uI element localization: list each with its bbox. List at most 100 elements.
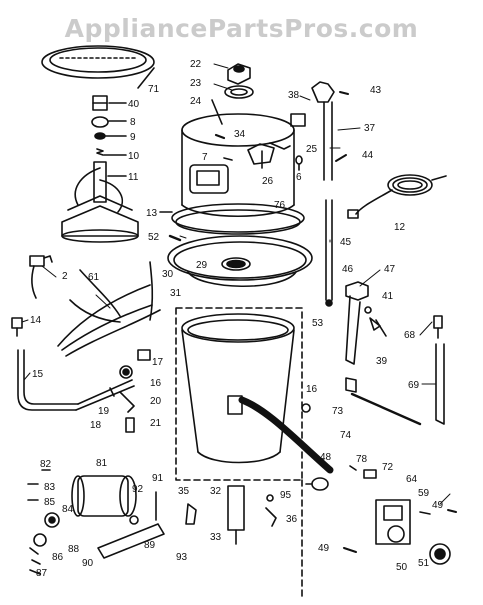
callout-39: 39 [376,356,388,367]
callout-61: 61 [88,272,100,283]
callout-92: 92 [132,484,144,495]
callout-9: 9 [130,132,136,143]
callout-30: 30 [162,269,174,280]
part-drive-motor [27,469,165,575]
callout-82: 82 [40,459,52,470]
callout-22: 22 [190,59,202,70]
callout-64: 64 [406,474,418,485]
callout-19: 19 [98,406,110,417]
callout-7: 7 [202,152,208,163]
callout-59: 59 [418,488,430,499]
callout-18: 18 [90,420,102,431]
callout-95: 95 [280,490,292,501]
callout-38: 38 [288,90,300,101]
callout-50: 50 [396,562,408,573]
callout-8: 8 [130,117,136,128]
callout-84: 84 [62,504,74,515]
part-switch [29,255,53,299]
callout-34: 34 [234,129,246,140]
part-water-inlet-assembly [290,81,349,307]
callout-20: 20 [150,396,162,407]
callout-86: 86 [52,552,64,563]
callout-78: 78 [356,454,368,465]
callout-43: 43 [370,85,382,96]
callout-53: 53 [312,318,324,329]
callout-41: 41 [382,291,394,302]
callout-52: 52 [148,232,160,243]
callout-17: 17 [152,357,164,368]
callout-46: 46 [342,264,354,275]
callout-87: 87 [36,568,48,579]
callout-49: 49 [432,500,444,511]
callout-16: 16 [150,378,162,389]
callout-32: 32 [210,486,222,497]
callout-89: 89 [144,540,156,551]
callout-12: 12 [394,222,406,233]
callout-81: 81 [96,458,108,469]
watermark: AppliancePartsPros.com [64,14,419,43]
callout-74: 74 [340,430,352,441]
part-agitator [61,161,139,243]
part-cabinet-drum [175,307,334,601]
part-timer-assembly [343,499,457,565]
callout-90: 90 [82,558,94,569]
callout-47: 47 [384,264,396,275]
callout-45: 45 [340,237,352,248]
callout-72: 72 [382,462,394,473]
callout-11: 11 [128,172,139,183]
part-suspension-bracket [345,281,387,365]
part-drain-hose [17,349,135,411]
part-tub-fasteners [214,133,303,171]
callout-83: 83 [44,482,56,493]
callout-21: 21 [150,418,162,429]
part-tub-brace [301,377,422,426]
callout-26: 26 [262,176,274,187]
part-suspension-rod [433,315,445,425]
callout-14: 14 [30,315,42,326]
callout-29: 29 [196,260,208,271]
callout-68: 68 [404,330,416,341]
callout-44: 44 [362,150,374,161]
callout-33: 33 [210,532,222,543]
part-wiring-harness [57,261,161,357]
part-cap-seal [224,63,254,99]
part-outer-tub-top [159,99,305,235]
callout-91: 91 [152,473,164,484]
callout-37: 37 [364,123,376,134]
callout-13: 13 [146,208,158,219]
callout-35: 35 [178,486,190,497]
callout-48: 48 [320,452,332,463]
callout-73: 73 [332,406,344,417]
callout-24: 24 [190,96,202,107]
callout-16b: 16 [306,384,318,395]
callout-85: 85 [44,497,56,508]
part-valve-fittings [305,465,377,491]
part-pump-hardware [109,349,151,433]
part-agitator-hardware [91,95,127,156]
callout-71: 71 [148,84,160,95]
callout-labels: 71 22 23 24 40 8 9 10 11 43 38 34 37 25 … [30,59,444,579]
part-plug [11,317,23,337]
callout-76: 76 [274,200,286,211]
callout-40: 40 [128,99,140,110]
callout-49b: 49 [318,543,330,554]
part-tub-base [167,234,313,288]
part-lid-disc [41,45,155,89]
part-lower-brackets [185,485,277,545]
callout-leaders [21,63,451,505]
callout-15: 15 [32,369,44,380]
callout-2: 2 [62,271,68,282]
callout-25: 25 [306,144,318,155]
callout-31: 31 [170,288,182,299]
callout-69: 69 [408,380,420,391]
callout-6: 6 [296,172,302,183]
callout-93: 93 [176,552,188,563]
callout-51: 51 [418,558,430,569]
callout-88: 88 [68,544,80,555]
callout-36: 36 [286,514,298,525]
callout-23: 23 [190,78,202,89]
callout-10: 10 [128,151,140,162]
part-power-cord [347,174,447,219]
